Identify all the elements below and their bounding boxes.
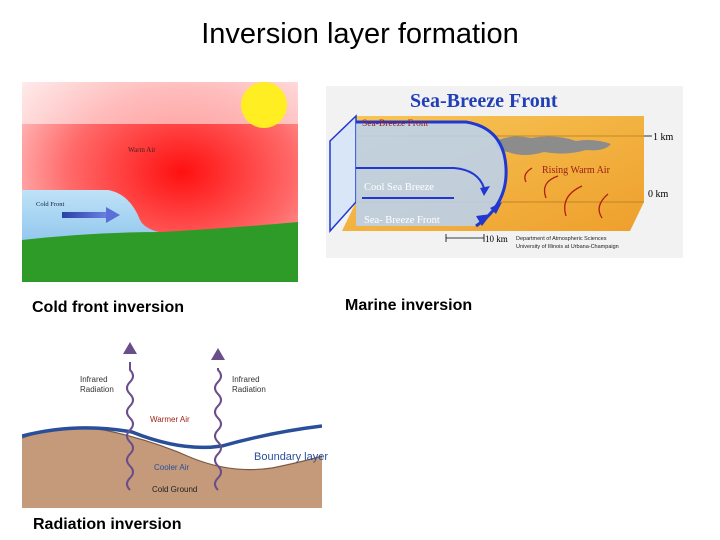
cold-ground-label: Cold Ground xyxy=(152,485,197,494)
bottom-front-label: Sea- Breeze Front xyxy=(364,215,440,226)
scale-label: 10 km xyxy=(485,234,508,244)
cold-front-illustration: Warm Air Cold Front xyxy=(22,82,298,282)
credit-line-1: Department of Atmospheric Sciences xyxy=(516,236,607,242)
cold-front-arrow-icon xyxy=(106,207,120,223)
warmer-air-label: Warmer Air xyxy=(150,415,190,424)
sea-breeze-title: Sea-Breeze Front xyxy=(410,90,558,112)
cold-front-caption: Cold front inversion xyxy=(32,299,184,316)
boundary-layer-label: Boundary layer xyxy=(254,451,328,463)
warm-air-label: Warm Air xyxy=(128,146,156,154)
infrared-right-2: Radiation xyxy=(232,385,266,394)
sea-breeze-diagram: Sea-Breeze Front Sea-Breeze Front 1 km R… xyxy=(326,86,683,258)
rising-warm-air-label: Rising Warm Air xyxy=(542,165,611,176)
radiation-diagram: Infrared Radiation Infrared Radiation Wa… xyxy=(22,340,322,508)
sea-breeze-illustration: Sea-Breeze Front Sea-Breeze Front 1 km R… xyxy=(329,90,674,250)
infrared-left-2: Radiation xyxy=(80,385,114,394)
infrared-left-1: Infrared xyxy=(80,375,108,384)
credit-line-2: University of Illinois at Urbana-Champai… xyxy=(516,244,619,250)
cool-sea-breeze-label: Cool Sea Breeze xyxy=(364,182,434,193)
sun-icon xyxy=(241,82,287,128)
one-km-label: 1 km xyxy=(653,132,674,143)
top-front-label: Sea-Breeze Front xyxy=(362,119,429,129)
cooler-air-label: Cooler Air xyxy=(154,463,189,472)
boundary-layer-line xyxy=(22,424,322,450)
radiation-arrow-right-icon xyxy=(211,348,225,360)
cloud-shape xyxy=(495,136,611,155)
radiation-caption: Radiation inversion xyxy=(33,516,182,533)
infrared-right-1: Infrared xyxy=(232,375,260,384)
radiation-illustration: Infrared Radiation Infrared Radiation Wa… xyxy=(22,342,322,508)
cold-ground xyxy=(22,428,322,508)
slide-title: Inversion layer formation xyxy=(201,18,519,50)
marine-caption: Marine inversion xyxy=(345,297,473,314)
green-ground xyxy=(22,222,298,282)
cold-front-diagram: Warm Air Cold Front xyxy=(22,82,298,282)
zero-km-label: 0 km xyxy=(648,189,669,200)
cool-sea-breeze-zone xyxy=(356,122,507,226)
cold-front-label: Cold Front xyxy=(36,201,65,208)
radiation-arrow-left-icon xyxy=(123,342,137,354)
